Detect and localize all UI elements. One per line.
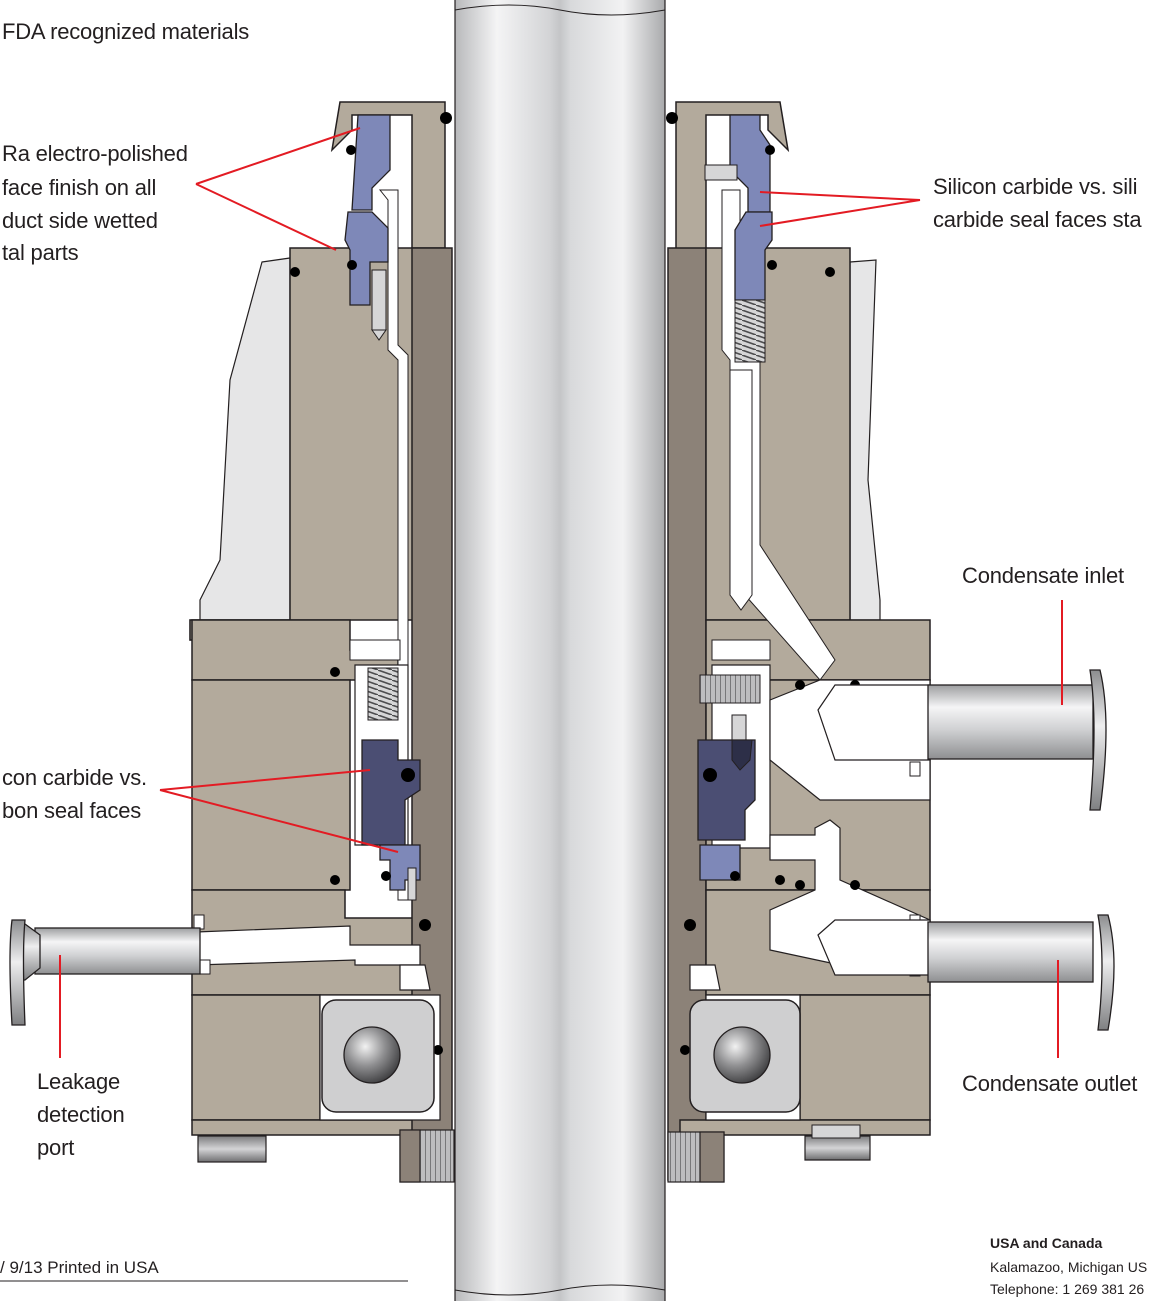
label-condensate-inlet: Condensate inlet: [962, 563, 1124, 588]
label-sic-carbon-line2: bon seal faces: [2, 798, 142, 823]
footer-region: USA and Canada: [990, 1235, 1103, 1251]
machine-body-right: [849, 259, 881, 621]
callout-ra-bottom: [195, 183, 337, 251]
callout-lines: [59, 127, 1063, 1058]
label-ra-line4: tal parts: [2, 240, 79, 265]
callout-sic-sic-top: [759, 191, 921, 201]
label-ra-line2: face finish on all: [2, 175, 157, 200]
plug-right: [667, 1124, 871, 1183]
label-sic-sic-line2: carbide seal faces sta: [933, 207, 1142, 232]
plug-left: [197, 1129, 455, 1183]
callout-ra-top: [195, 127, 361, 185]
footer-printed: / 9/13 Printed in USA: [0, 1258, 159, 1277]
callout-sic-carbon-bottom: [159, 789, 399, 853]
condensate-outlet-pipe: [817, 914, 1115, 1031]
seal-face-right-top: [704, 114, 773, 363]
condensate-inlet-pipe: [817, 669, 1107, 811]
label-sic-carbon-line1: con carbide vs.: [2, 765, 147, 790]
label-fda: FDA recognized materials: [2, 19, 250, 44]
callout-sic-sic-bottom: [759, 199, 921, 227]
shaft: [454, 0, 666, 1301]
seal-face-right-middle: [697, 674, 761, 881]
label-leakage-line2: detection: [37, 1102, 125, 1127]
callout-sic-carbon-top: [159, 769, 371, 791]
label-sic-sic-line1: Silicon carbide vs. sili: [933, 174, 1138, 199]
label-leakage-line3: port: [37, 1135, 75, 1160]
footer-city: Kalamazoo, Michigan US: [990, 1259, 1148, 1275]
o-rings-right: [666, 112, 860, 1055]
leakage-port-pipe: [9, 919, 201, 1026]
bearing-left: [321, 964, 435, 1113]
label-ra-line3: duct side wetted: [2, 208, 158, 233]
label-condensate-outlet: Condensate outlet: [962, 1071, 1138, 1096]
bearing-right: [689, 964, 801, 1113]
label-ra-line1: Ra electro-polished: [2, 141, 188, 166]
seal-face-left-top: [344, 114, 391, 341]
label-leakage-line1: Leakage: [37, 1069, 121, 1094]
footer-phone: Telephone: 1 269 381 26: [990, 1281, 1145, 1297]
machine-body-left: [189, 257, 291, 641]
o-rings-left: [290, 112, 452, 1055]
